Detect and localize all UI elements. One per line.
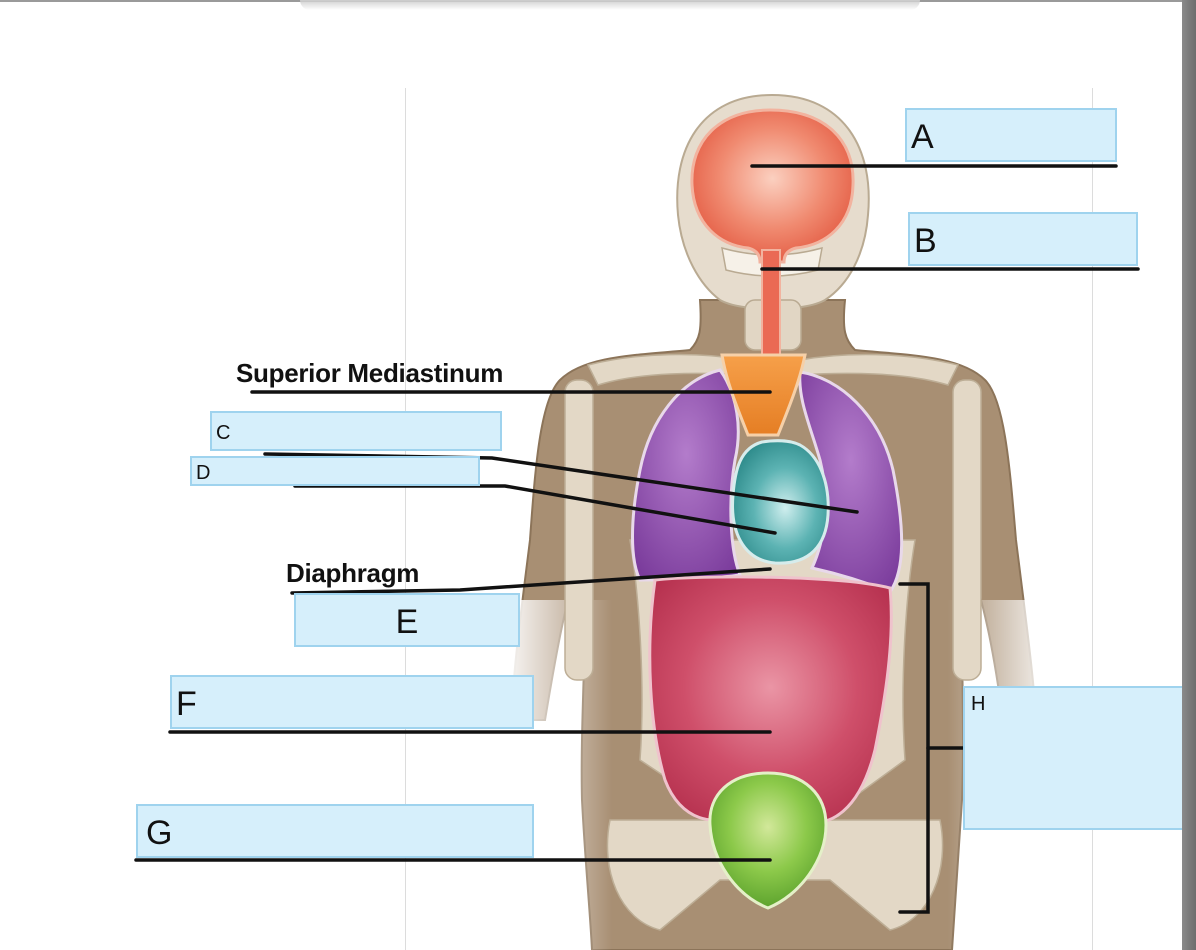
answer-box-d-text: D <box>196 462 211 484</box>
leader-line-d <box>293 484 777 535</box>
answer-box-g[interactable]: G <box>136 804 534 858</box>
answer-box-g-text: G <box>146 814 173 852</box>
answer-box-h[interactable]: H <box>963 686 1182 830</box>
vertebral-cavity <box>761 249 781 361</box>
answer-box-b-text: B <box>914 222 937 260</box>
pelvic-cavity <box>708 771 828 910</box>
leader-line-c <box>263 452 859 514</box>
label-superior-mediastinum: Superior Mediastinum <box>236 358 504 388</box>
leader-line-diaphragm <box>290 567 772 595</box>
answer-box-e-text: E <box>395 603 419 641</box>
answer-box-d[interactable]: D <box>190 456 480 486</box>
answer-box-c-text: C <box>216 422 231 444</box>
right-edge-bar <box>1182 0 1196 950</box>
label-diaphragm: Diaphragm <box>286 558 420 588</box>
answer-box-c[interactable]: C <box>210 411 502 451</box>
answer-box-h-text: H <box>971 693 986 715</box>
answer-box-f-text: F <box>176 685 197 723</box>
leader-lines <box>134 164 1140 914</box>
answer-box-e[interactable]: E <box>294 593 520 647</box>
top-shadow <box>300 0 920 10</box>
answer-box-b[interactable]: B <box>908 212 1138 266</box>
guide-line-right <box>1092 88 1093 950</box>
answer-box-a-text: A <box>911 118 934 156</box>
superior-mediastinum-region <box>720 353 807 437</box>
guide-line-left <box>405 88 406 950</box>
answer-box-f[interactable]: F <box>170 675 534 729</box>
answer-box-a[interactable]: A <box>905 108 1117 162</box>
